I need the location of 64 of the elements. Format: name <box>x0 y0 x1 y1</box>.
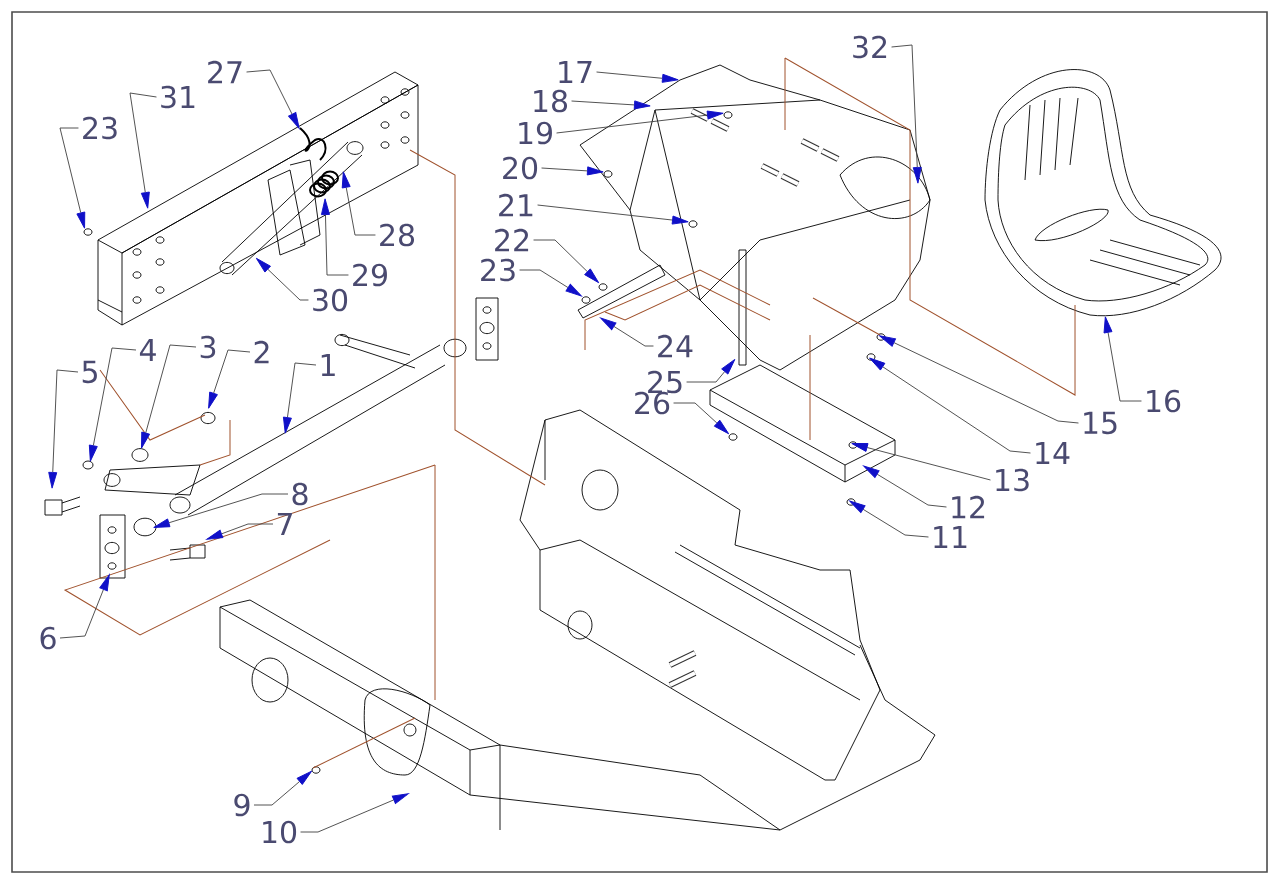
leader-line <box>88 347 137 462</box>
leader-line <box>253 770 313 806</box>
leader-line <box>891 44 922 184</box>
callout-number: 6 <box>40 626 56 650</box>
leader-line <box>300 793 409 833</box>
callout-number: 15 <box>1084 411 1117 435</box>
leader-line <box>255 257 309 301</box>
callout-number: 29 <box>353 263 387 287</box>
callout-number: 3 <box>200 335 216 359</box>
leader-line <box>519 269 582 297</box>
leader-line <box>556 110 724 134</box>
callout-number: 21 <box>499 193 533 217</box>
callout-number: 10 <box>263 820 297 844</box>
leader-line <box>600 317 654 347</box>
leader-line <box>141 344 197 449</box>
leader-line <box>282 362 317 434</box>
leader-line <box>673 402 730 435</box>
callout-number: 30 <box>313 288 348 312</box>
callout-number: 4 <box>139 339 156 361</box>
callout-number: 7 <box>277 513 292 535</box>
leader-line <box>571 100 651 110</box>
leader-line <box>59 574 110 639</box>
leader-line <box>686 359 736 383</box>
leader-line <box>341 171 376 236</box>
callout-number: 19 <box>519 121 552 145</box>
callout-number: 18 <box>534 89 568 113</box>
callout-number: 23 <box>481 258 515 282</box>
leader-line <box>869 357 1031 454</box>
leader-line <box>879 335 1079 424</box>
leader-line <box>863 465 947 508</box>
leader-line <box>320 198 349 276</box>
leader-line <box>208 349 251 409</box>
leader-line <box>596 71 679 83</box>
callout-number: 13 <box>996 468 1029 492</box>
leader-line <box>541 166 604 176</box>
leader-line <box>59 127 86 229</box>
leader-line <box>129 92 157 209</box>
leader-line <box>48 369 79 489</box>
callout-number: 28 <box>380 223 415 247</box>
callout-number: 11 <box>934 526 967 548</box>
leader-line <box>246 69 300 129</box>
callout-number: 23 <box>83 116 117 140</box>
leader-line <box>851 443 991 481</box>
callout-number: 17 <box>559 61 592 83</box>
callout-number: 14 <box>1036 442 1070 464</box>
callout-number: 5 <box>82 360 97 384</box>
callout-number: 12 <box>952 495 985 519</box>
callout-number: 31 <box>161 85 195 109</box>
callout-number: 27 <box>208 60 242 84</box>
leader-line <box>1103 316 1142 402</box>
callout-number: 2 <box>254 340 269 364</box>
leader-line <box>537 204 689 225</box>
leader-line <box>849 500 929 538</box>
leader-line <box>533 239 600 284</box>
callout-number: 24 <box>658 334 693 358</box>
callout-number: 9 <box>234 793 250 817</box>
callout-number: 16 <box>1147 389 1181 413</box>
callout-number: 20 <box>503 156 538 180</box>
callout-number: 32 <box>853 35 887 59</box>
callout-number: 22 <box>495 228 529 252</box>
callout-number: 8 <box>292 482 308 506</box>
callout-number: 1 <box>321 354 335 376</box>
leader-line <box>206 523 274 540</box>
leader-line <box>153 493 289 528</box>
